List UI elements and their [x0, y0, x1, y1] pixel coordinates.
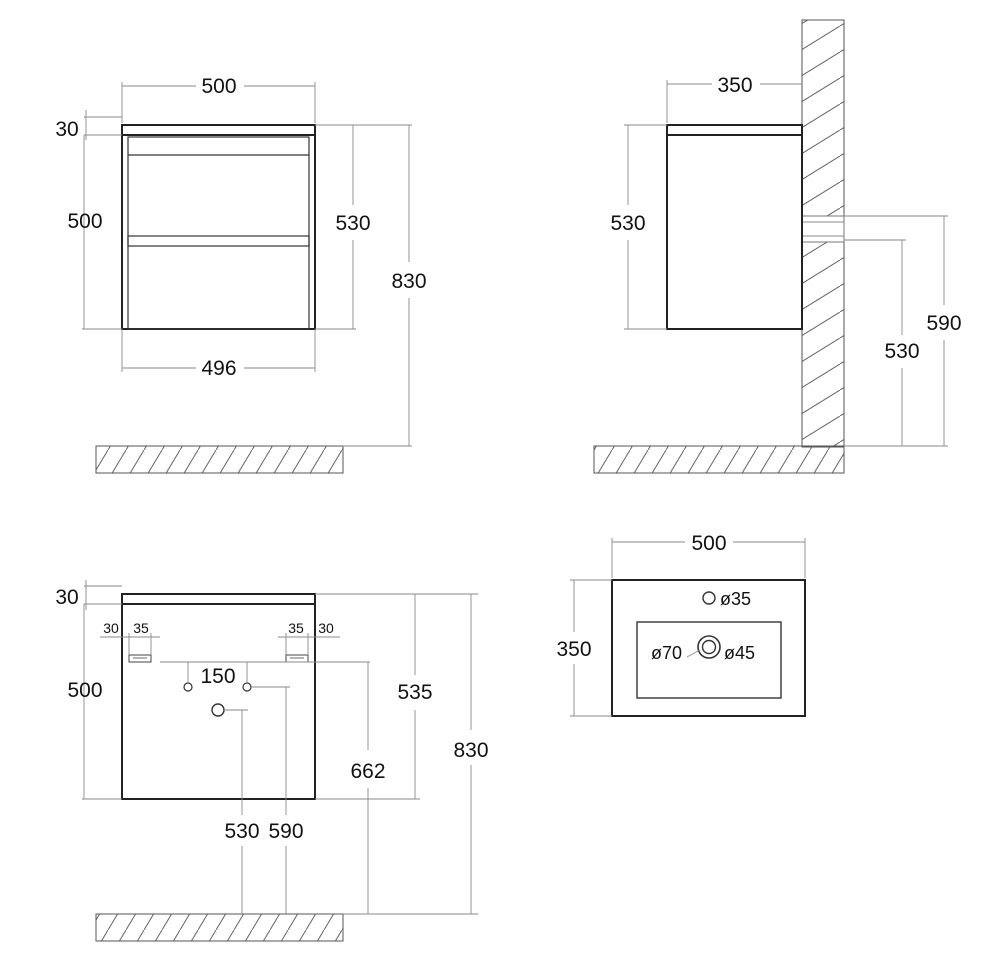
left-bracket [128, 654, 152, 663]
back-body-height-label: 500 [67, 679, 102, 702]
drain-outer-label: ø70 [651, 643, 682, 663]
supply-hole-right [242, 682, 252, 692]
floor-hatch-side [593, 445, 845, 474]
drain-inner-label: ø45 [724, 643, 755, 663]
front-top-thickness-label: 30 [55, 118, 78, 141]
cabinet-body [121, 134, 316, 330]
right-bracket [285, 654, 309, 663]
back-offset-left-b: 35 [133, 620, 149, 636]
side-cabinet-body [666, 134, 803, 330]
top-depth-label: 350 [556, 638, 591, 661]
side-depth-label: 350 [717, 74, 752, 97]
front-cabinet-height-label: 530 [335, 212, 370, 235]
back-drain-height-label: 530 [224, 820, 259, 843]
top-view: ø35 ø70 ø45 500 350 [556, 532, 806, 717]
countertop [121, 124, 316, 136]
cabinet-inner-frame [127, 136, 310, 330]
drain-inner [701, 639, 717, 655]
front-view: 500 30 500 530 830 496 [55, 75, 427, 474]
front-total-height-label: 830 [391, 270, 426, 293]
back-countertop [121, 593, 316, 605]
top-width-label: 500 [691, 532, 726, 555]
back-bracket-height-label: 535 [397, 681, 432, 704]
wall-pipe [801, 215, 845, 243]
side-pipe-inner-label: 530 [884, 340, 919, 363]
front-width-top-label: 500 [201, 75, 236, 98]
floor-hatch-front [95, 445, 344, 474]
back-offset-right-a: 35 [288, 620, 304, 636]
drain-hole [211, 703, 225, 717]
back-offset-left-a: 30 [103, 620, 119, 636]
tap-hole [702, 591, 716, 605]
back-total-height-label: 830 [453, 739, 488, 762]
side-pipe-outer-label: 590 [926, 312, 961, 335]
basin-bowl [636, 621, 782, 699]
side-countertop [666, 124, 803, 136]
back-cabinet-body [121, 603, 316, 800]
tap-hole-label: ø35 [720, 589, 751, 609]
back-view: 30 35 35 30 150 30 500 535 662 830 [55, 580, 489, 942]
front-width-bottom-label: 496 [201, 357, 236, 380]
side-view: 350 530 590 530 [593, 19, 962, 474]
side-cabinet-height-label: 530 [610, 212, 645, 235]
drawer-divider [127, 235, 310, 247]
supply-hole-left [183, 682, 193, 692]
back-top-thickness-label: 30 [55, 586, 78, 609]
floor-hatch-back [95, 913, 344, 942]
back-offset-right-b: 30 [318, 620, 334, 636]
front-body-height-label: 500 [67, 210, 102, 233]
back-hole-spacing-label: 150 [200, 665, 235, 688]
back-supply-height-label: 590 [268, 820, 303, 843]
back-mount-height-label: 662 [350, 760, 385, 783]
